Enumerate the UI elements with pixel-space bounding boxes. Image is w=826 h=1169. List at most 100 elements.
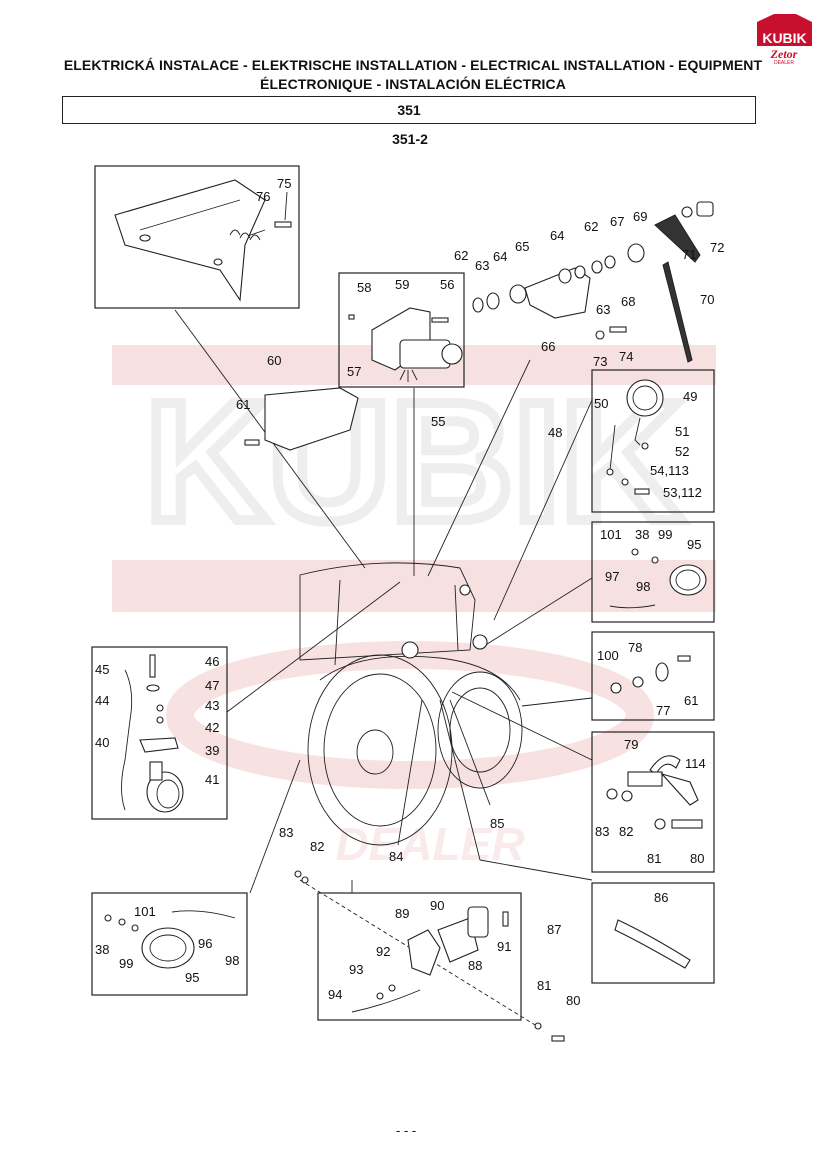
screw-61-part	[244, 439, 260, 446]
title-line-1: ELEKTRICKÁ INSTALACE - ELEKTRISCHE INSTA…	[63, 57, 763, 73]
frame-cable-tie	[591, 882, 715, 984]
part-labels: 75 76 72 71 70 69 67 62 64 65 64 62 63 6…	[95, 176, 724, 1138]
frame-front-lamp	[91, 892, 248, 996]
wiper-motor-part	[348, 307, 463, 382]
section-number: 351	[397, 102, 421, 118]
part-label-86: 86	[654, 890, 668, 905]
part-label-82-center: 82	[310, 839, 324, 854]
cable-tie-part	[614, 919, 691, 969]
part-label-101-left: 101	[134, 904, 156, 919]
part-label-70: 70	[700, 292, 714, 307]
section-number-box: 351	[62, 96, 756, 124]
part-label-63-left: 63	[475, 258, 489, 273]
part-label-39: 39	[205, 743, 219, 758]
svg-text:DEALER: DEALER	[774, 60, 794, 64]
subsection-number: 351-2	[392, 131, 428, 147]
frame-cab-bracket	[94, 165, 300, 309]
part-label-63-right: 63	[596, 302, 610, 317]
part-label-66: 66	[541, 339, 555, 354]
part-label-94: 94	[328, 987, 342, 1002]
frame-wiper-motor	[338, 272, 465, 388]
svg-text:KUBIK: KUBIK	[762, 30, 806, 46]
part-label-67: 67	[610, 214, 624, 229]
part-label-77: 77	[656, 703, 670, 718]
frame-rear-lamp	[591, 369, 715, 513]
part-label-81-right: 81	[647, 851, 661, 866]
part-label-69: 69	[633, 209, 647, 224]
nut-83-part	[294, 870, 302, 878]
part-label-98-left: 98	[225, 953, 239, 968]
part-label-59: 59	[395, 277, 409, 292]
part-label-58: 58	[357, 280, 371, 295]
part-label-91: 91	[497, 939, 511, 954]
part-label-65: 65	[515, 239, 529, 254]
part-label-72: 72	[710, 240, 724, 255]
part-label-76: 76	[256, 189, 270, 204]
part-label-56: 56	[440, 277, 454, 292]
part-label-85: 85	[490, 816, 504, 831]
part-label-44: 44	[95, 693, 109, 708]
part-label-93: 93	[349, 962, 363, 977]
part-label-75: 75	[277, 176, 291, 191]
part-label-49: 49	[683, 389, 697, 404]
motor-cover-part	[264, 387, 359, 451]
frame-clamp	[591, 731, 715, 873]
part-label-73: 73	[593, 354, 607, 369]
part-label-40: 40	[95, 735, 109, 750]
page-mark: - - -	[396, 1123, 416, 1138]
frame-grommet	[591, 631, 715, 721]
wiper-arm-part	[654, 201, 714, 363]
part-label-80-bottom: 80	[566, 993, 580, 1008]
part-label-60: 60	[267, 353, 281, 368]
part-label-88: 88	[468, 958, 482, 973]
part-label-80-right: 80	[690, 851, 704, 866]
part-label-51: 51	[675, 424, 689, 439]
part-label-95-left: 95	[185, 970, 199, 985]
part-label-55: 55	[431, 414, 445, 429]
rear-lamp-part	[606, 379, 664, 495]
frame-work-lamp	[591, 521, 715, 623]
tractor-illustration	[299, 562, 523, 846]
part-label-41: 41	[205, 772, 219, 787]
part-label-87: 87	[547, 922, 561, 937]
part-label-54-113: 54,113	[650, 463, 689, 478]
clamp-part	[606, 755, 703, 830]
svg-text:DEALER: DEALER	[335, 818, 524, 870]
part-label-57: 57	[347, 364, 361, 379]
part-label-95-right: 95	[687, 537, 701, 552]
side-lamp-part	[121, 654, 184, 813]
part-label-78: 78	[628, 640, 642, 655]
part-label-64-left: 64	[493, 249, 507, 264]
part-label-101-right: 101	[600, 527, 622, 542]
part-label-62-right: 62	[584, 219, 598, 234]
part-label-38-right: 38	[635, 527, 649, 542]
frame-horn	[317, 892, 522, 1021]
part-label-100: 100	[597, 648, 619, 663]
grommet-part	[610, 655, 691, 694]
horn-part	[351, 906, 565, 1042]
part-label-42: 42	[205, 720, 219, 735]
part-label-83-right: 83	[595, 824, 609, 839]
part-label-90: 90	[430, 898, 444, 913]
part-label-50: 50	[594, 396, 608, 411]
part-label-114: 114	[685, 756, 706, 771]
part-label-99-left: 99	[119, 956, 133, 971]
svg-text:Zetor: Zetor	[770, 47, 798, 61]
part-label-97: 97	[605, 569, 619, 584]
cab-bracket-part	[114, 179, 292, 302]
washer-82-part	[301, 876, 309, 884]
part-label-74: 74	[619, 349, 633, 364]
part-label-45: 45	[95, 662, 109, 677]
part-label-43: 43	[205, 698, 219, 713]
part-label-46: 46	[205, 654, 219, 669]
part-label-84: 84	[389, 849, 403, 864]
part-label-83-center: 83	[279, 825, 293, 840]
part-label-81-bottom: 81	[537, 978, 551, 993]
part-label-61-right: 61	[684, 693, 698, 708]
part-label-96: 96	[198, 936, 212, 951]
part-label-48: 48	[548, 425, 562, 440]
wiper-washers-part	[472, 243, 645, 340]
part-label-79: 79	[624, 737, 638, 752]
part-label-47: 47	[205, 678, 219, 693]
title-line-2: ÉLECTRONIQUE - INSTALACIÓN ELÉCTRICA	[260, 76, 566, 92]
